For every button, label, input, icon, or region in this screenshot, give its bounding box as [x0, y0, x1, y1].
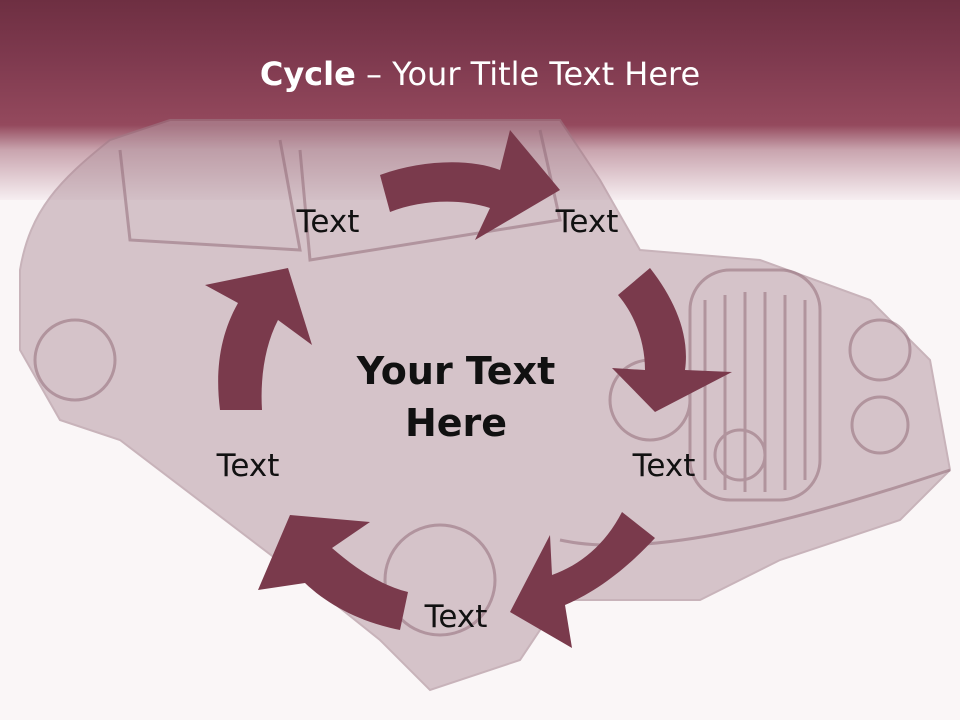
cycle-arrow-2: [612, 268, 732, 412]
cycle-arrow-5: [205, 268, 312, 410]
cycle-label-2: Text: [555, 204, 619, 240]
slide-title: Cycle – Your Title Text Here: [0, 55, 960, 93]
title-bold: Cycle: [259, 55, 356, 93]
cycle-label-3: Text: [632, 448, 696, 484]
center-text: Your Text Here: [326, 345, 586, 449]
cycle-label-1: Text: [296, 204, 360, 240]
center-line-2: Here: [404, 401, 508, 445]
cycle-arrow-1: [380, 130, 560, 240]
cycle-label-4: Text: [424, 599, 488, 635]
center-line-1: Your Text: [356, 349, 556, 393]
title-text: – Your Title Text Here: [355, 55, 701, 93]
cycle-arrow-3: [510, 512, 655, 648]
cycle-label-5: Text: [216, 448, 280, 484]
cycle-arrow-4: [258, 515, 408, 630]
